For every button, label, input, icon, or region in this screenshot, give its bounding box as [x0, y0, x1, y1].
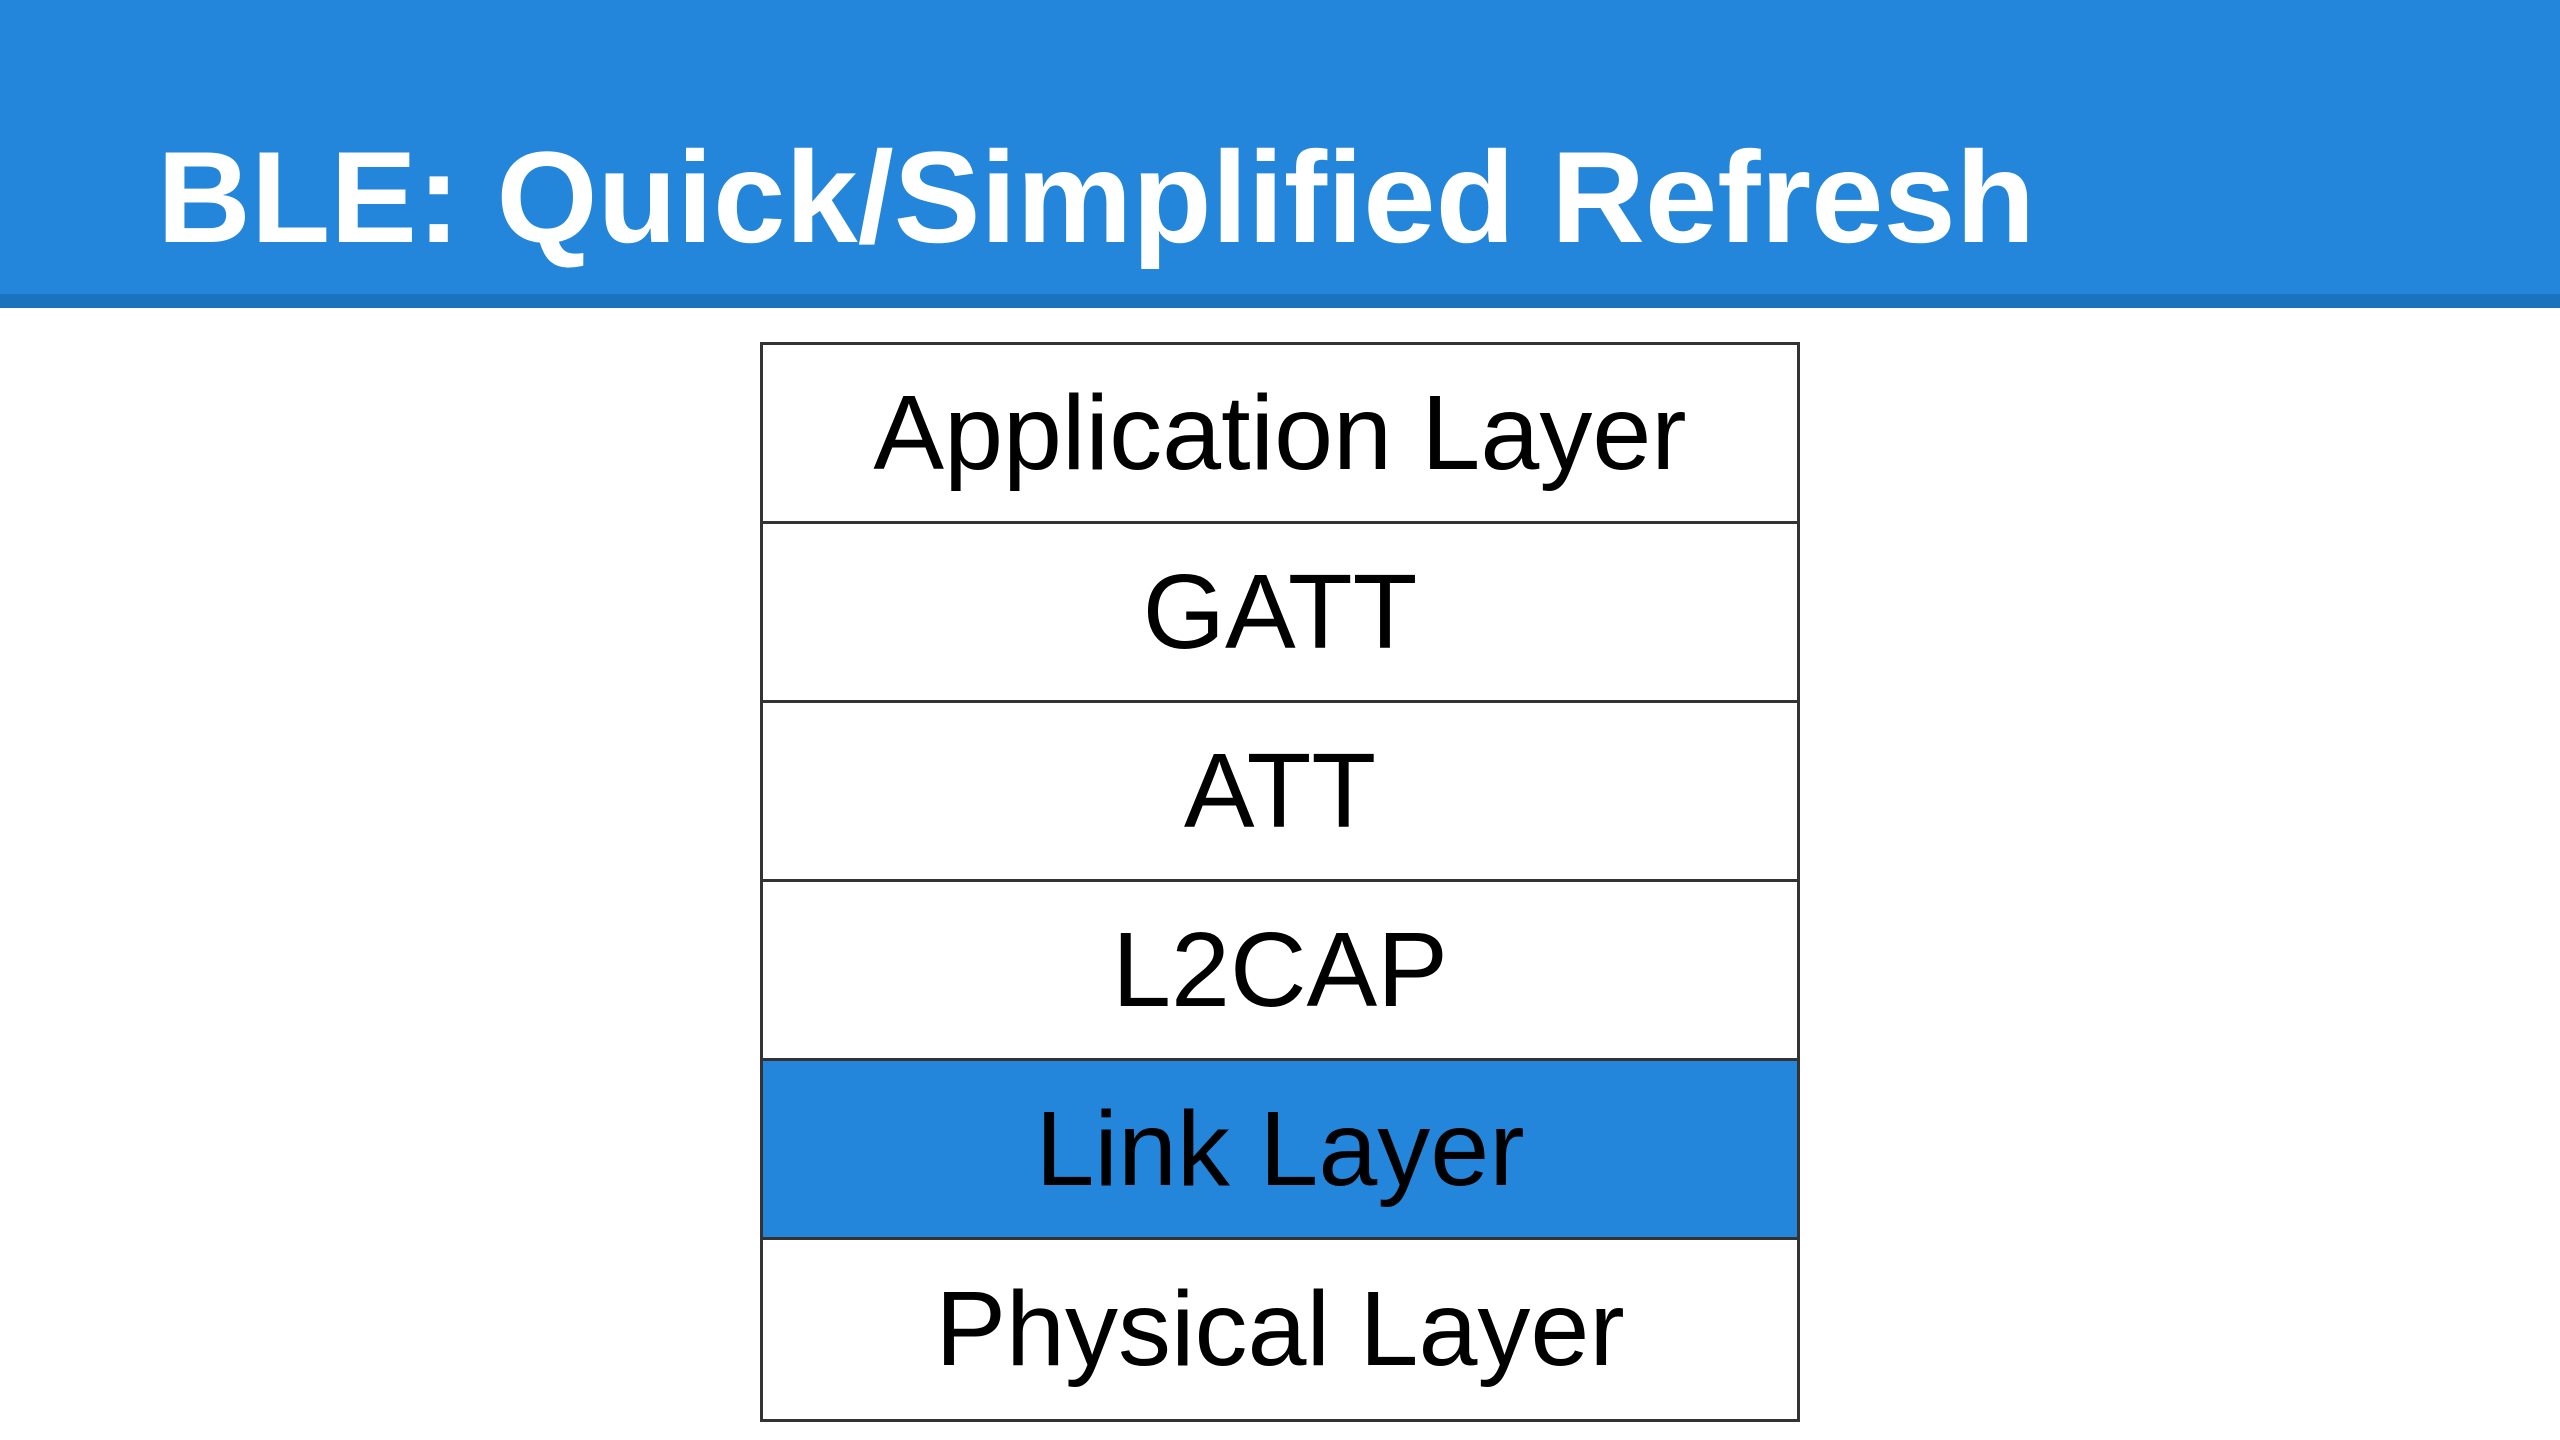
- layer-physical: Physical Layer: [763, 1240, 1797, 1419]
- layer-application: Application Layer: [763, 345, 1797, 524]
- title-bar: BLE: Quick/Simplified Refresh: [0, 0, 2560, 308]
- layer-l2cap: L2CAP: [763, 882, 1797, 1061]
- page-title: BLE: Quick/Simplified Refresh: [157, 124, 2036, 270]
- protocol-stack-diagram: Application Layer GATT ATT L2CAP Link La…: [760, 342, 1800, 1422]
- layer-link: Link Layer: [763, 1061, 1797, 1240]
- layer-att: ATT: [763, 703, 1797, 882]
- layer-gatt: GATT: [763, 524, 1797, 703]
